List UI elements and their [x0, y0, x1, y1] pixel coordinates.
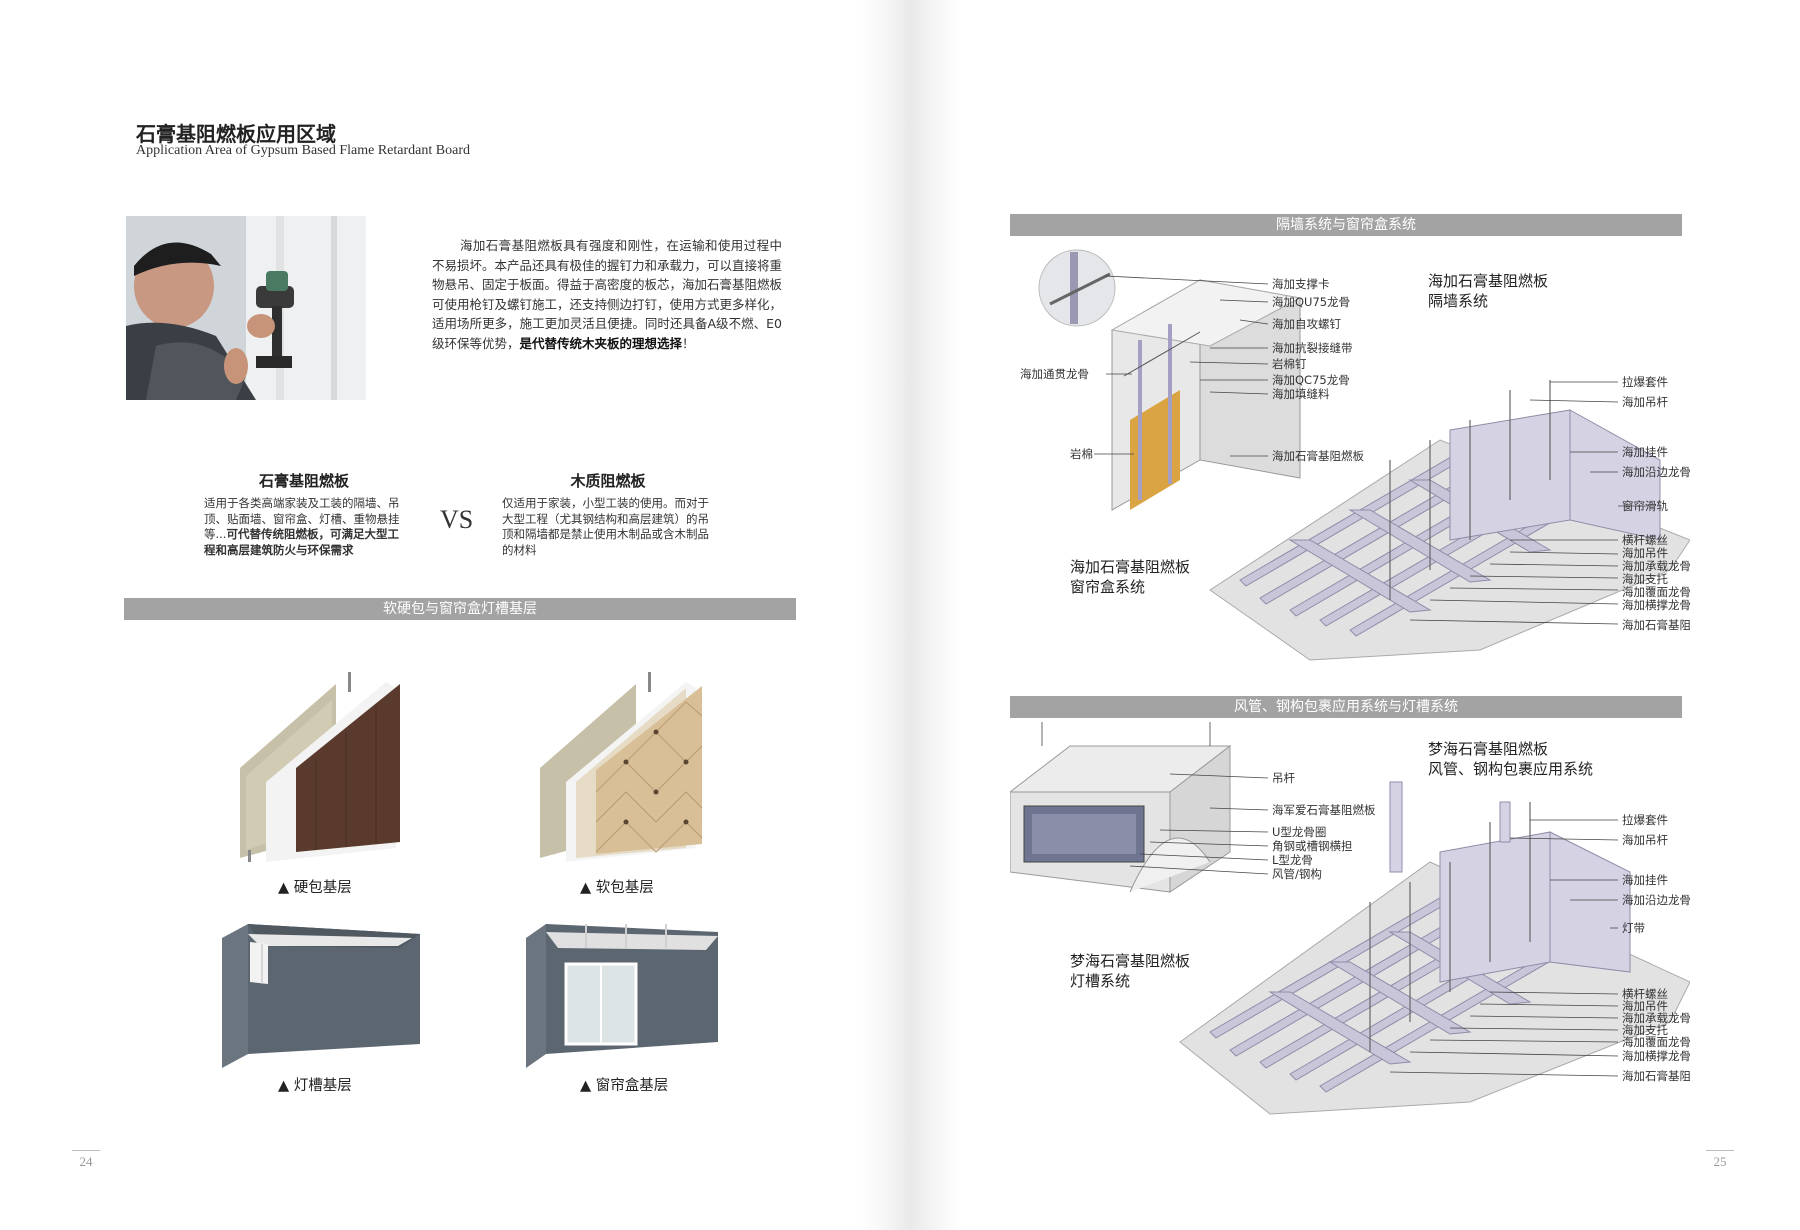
label-wool-nail: 岩棉钉	[1272, 357, 1307, 371]
section-bar-left: 软硬包与窗帘盒灯槽基层	[124, 598, 796, 620]
duct-light-diagram: 吊杆 海军爱石膏基阻燃板 U型龙骨圈 角钢或槽钢横担 L型龙骨 风管/钢构 梦海…	[1010, 722, 1690, 1115]
light-label-2: 海加吊杆	[1622, 833, 1668, 847]
soft-pack-illustration	[536, 672, 716, 866]
light-label-8: 海加承载龙骨	[1622, 1011, 1690, 1025]
curtain-label-9: 海加支托	[1622, 572, 1668, 586]
worker-photo	[126, 216, 366, 400]
curtain-box-illustration	[526, 924, 722, 1078]
caption-curtain-box: ▲ 窗帘盒基层	[580, 1078, 669, 1094]
page-subtitle: Application Area of Gypsum Based Flame R…	[136, 143, 470, 158]
duct-label-6: 风管/钢构	[1272, 867, 1322, 881]
section-bar-partition: 隔墙系统与窗帘盒系统	[1010, 214, 1682, 236]
compare-left-title: 石膏基阻燃板	[258, 472, 349, 490]
curtain-label-group: 拉爆套件 海加吊杆 海加挂件 海加沿边龙骨 窗帘滑轨 横杆螺丝 海加吊件 海加承…	[1622, 375, 1690, 632]
page-number-right: 25	[1713, 1154, 1727, 1169]
light-label-6: 横杆螺丝	[1622, 987, 1668, 1001]
curtain-label-11: 海加横撑龙骨	[1622, 598, 1690, 612]
light-label-10: 海加覆面龙骨	[1622, 1035, 1690, 1049]
label-board: 海加石膏基阻燃板	[1272, 449, 1364, 463]
duct-label-3: U型龙骨圈	[1272, 825, 1326, 839]
curtain-system-title-2: 窗帘盒系统	[1070, 578, 1145, 596]
duct-title-2: 风管、钢构包裹应用系统	[1428, 760, 1593, 778]
light-label-1: 拉爆套件	[1622, 813, 1668, 827]
hard-pack-illustration	[236, 672, 416, 866]
compare-left-bold: 可代替传统阻燃板，可满足大型工程和高层建筑防火与环保需求	[204, 527, 399, 557]
light-title-2: 灯槽系统	[1070, 972, 1130, 990]
duct-label-2: 海军爱石膏基阻燃板	[1272, 803, 1376, 817]
page-number-rule-right	[1706, 1150, 1734, 1151]
duct-label-4: 角钢或槽钢横担	[1272, 839, 1353, 853]
left-page: 石膏基阻燃板应用区域 Application Area of Gypsum Ba…	[72, 122, 796, 1169]
label-joint-tape: 海加抗裂接缝带	[1272, 341, 1353, 355]
curtain-label-3: 海加挂件	[1622, 445, 1668, 459]
intro-end: ！	[682, 335, 695, 351]
curtain-label-12: 海加石膏基阻燃板	[1622, 618, 1690, 632]
curtain-label-4: 海加沿边龙骨	[1622, 465, 1690, 479]
duct-label-5: L型龙骨	[1272, 853, 1313, 867]
intro-text: 海加石膏基阻燃板具有强度和刚性，在运输和使用过程中不易损坏。本产品还具有极佳的握…	[432, 238, 783, 351]
light-label-group: 拉爆套件 海加吊杆 海加挂件 海加沿边龙骨 灯带 横杆螺丝 海加吊件 海加承载龙…	[1622, 813, 1690, 1083]
curtain-system-title-1: 海加石膏基阻燃板	[1070, 558, 1190, 576]
light-label-4: 海加沿边龙骨	[1622, 893, 1690, 907]
curtain-label-6: 横杆螺丝	[1622, 533, 1668, 547]
wall-system-title-2: 隔墙系统	[1428, 292, 1488, 310]
curtain-label-1: 拉爆套件	[1622, 375, 1668, 389]
curtain-label-5: 窗帘滑轨	[1622, 499, 1668, 513]
intro-paragraph: 海加石膏基阻燃板具有强度和刚性，在运输和使用过程中不易损坏。本产品还具有极佳的握…	[432, 236, 782, 353]
light-label-7: 海加吊件	[1622, 999, 1668, 1013]
curtain-label-10: 海加覆面龙骨	[1622, 585, 1690, 599]
duct-label-1: 吊杆	[1272, 771, 1295, 785]
caption-soft-pack: ▲ 软包基层	[580, 880, 654, 896]
curtain-label-2: 海加吊杆	[1622, 395, 1668, 409]
light-label-9: 海加支托	[1622, 1023, 1668, 1037]
light-label-3: 海加挂件	[1622, 873, 1668, 887]
light-title-1: 梦海石膏基阻燃板	[1070, 952, 1190, 970]
duct-title-1: 梦海石膏基阻燃板	[1428, 740, 1548, 758]
compare-right-title: 木质阻燃板	[570, 472, 646, 490]
curtain-label-8: 海加承载龙骨	[1622, 559, 1690, 573]
compare-left-text: 适用于各类高端家装及工装的隔墙、吊顶、贴面墙、窗帘盒、灯槽、重物悬挂等...可代…	[204, 496, 409, 558]
label-through-keel: 海加通贯龙骨	[1020, 367, 1089, 381]
vs-label: VS	[440, 505, 474, 534]
light-label-12: 海加石膏基阻燃板	[1622, 1069, 1690, 1083]
page-number-rule	[72, 1150, 100, 1151]
light-label-11: 海加横撑龙骨	[1622, 1049, 1690, 1063]
curtain-label-7: 海加吊件	[1622, 546, 1668, 560]
section-bar-duct: 风管、钢构包裹应用系统与灯槽系统	[1010, 696, 1682, 718]
light-trough-illustration	[222, 924, 422, 1078]
intro-bold-text: 是代替传统木夹板的理想选择	[519, 335, 683, 351]
caption-light-trough: ▲ 灯槽基层	[278, 1078, 352, 1094]
label-filler: 海加填缝料	[1272, 387, 1330, 401]
label-rock-wool: 岩棉	[1070, 447, 1093, 461]
compare-right-text: 仅适用于家装，小型工装的使用。而对于大型工程（尤其钢结构和高层建筑）的吊顶和隔墙…	[502, 496, 709, 557]
label-qc75: 海加QC75龙骨	[1272, 373, 1350, 387]
page-number-left: 24	[79, 1154, 93, 1169]
light-label-5: 灯带	[1622, 921, 1645, 935]
label-screw: 海加自攻螺钉	[1272, 317, 1341, 331]
caption-hard-pack: ▲ 硬包基层	[278, 880, 352, 896]
compare-left-body: 适用于各类高端家装及工装的隔墙、吊顶、贴面墙、窗帘盒、灯槽、重物悬挂等...	[204, 496, 400, 541]
wall-system-title-1: 海加石膏基阻燃板	[1428, 272, 1548, 290]
right-page: 隔墙系统与窗帘盒系统 海加支撑卡 海加QU	[900, 0, 1800, 1230]
label-support-clip: 海加支撑卡	[1272, 277, 1330, 291]
partition-curtain-diagram: 海加支撑卡 海加QU75龙骨 海加自攻螺钉 海加抗裂接缝带 岩棉钉 海加QC75…	[1020, 249, 1690, 661]
label-qu75: 海加QU75龙骨	[1272, 295, 1350, 309]
page-title: 石膏基阻燃板应用区域	[136, 122, 336, 146]
